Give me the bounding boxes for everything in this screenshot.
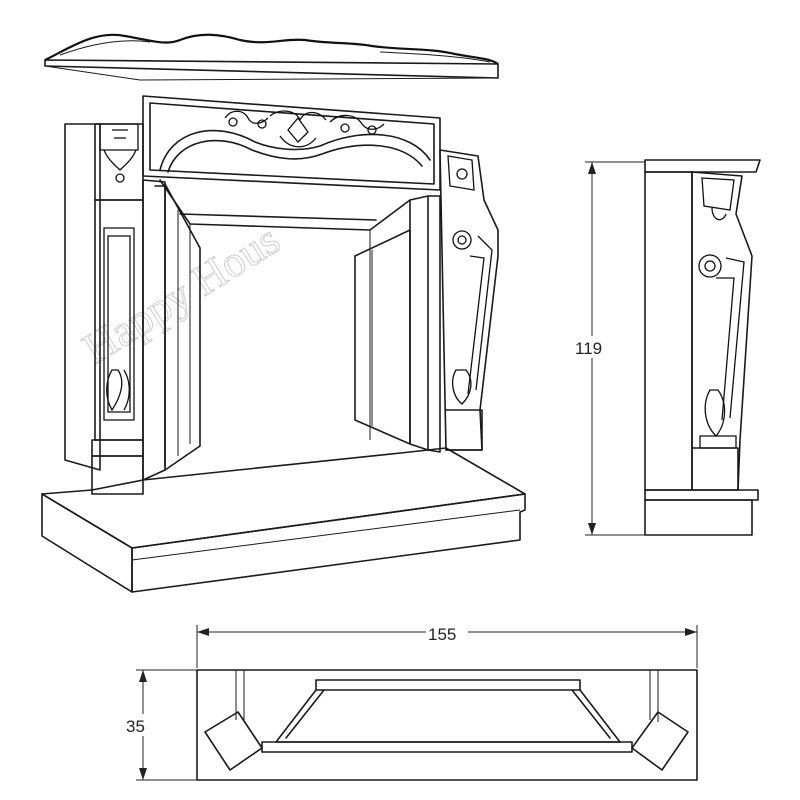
watermark-text: Happy Hous (74, 215, 288, 374)
firebox (159, 179, 411, 444)
perspective-view (41, 33, 526, 593)
frieze-ornament (224, 110, 385, 148)
mantel-shelf (44, 33, 499, 81)
width-dimension: 155 (196, 621, 698, 668)
height-dimension: 119 (575, 161, 645, 536)
plan-view: 155 35 (126, 621, 698, 781)
depth-label: 35 (126, 717, 145, 736)
frieze-panel (142, 95, 441, 191)
hearth (41, 447, 526, 593)
left-side-block (64, 123, 101, 471)
side-view: 119 (575, 159, 761, 536)
right-pilaster (439, 149, 499, 451)
right-jamb (354, 195, 441, 453)
watermark: Happy Hous (74, 214, 289, 374)
depth-dimension: 35 (126, 669, 197, 781)
height-label: 119 (575, 339, 602, 358)
width-label: 155 (428, 625, 456, 644)
